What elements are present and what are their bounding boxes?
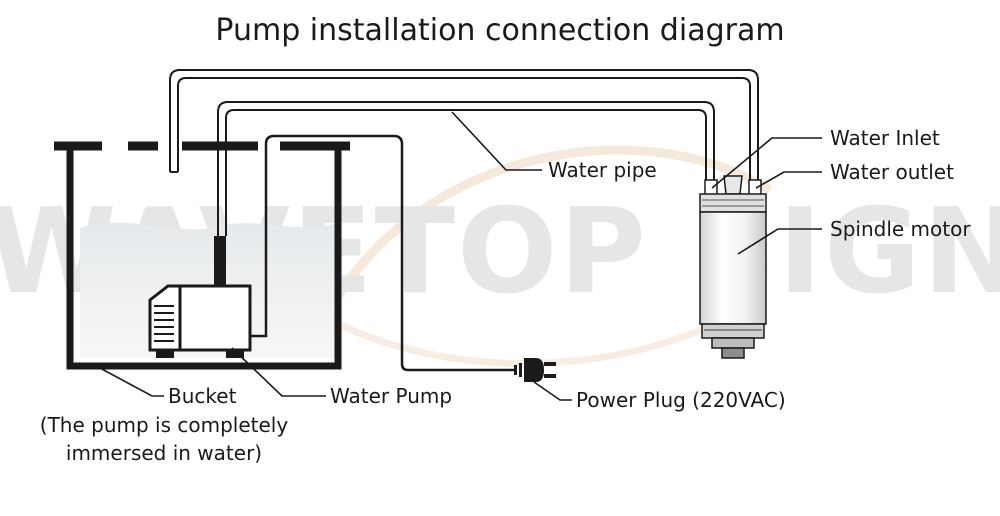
spindle-motor xyxy=(699,175,767,359)
label-water-outlet: Water outlet xyxy=(830,160,954,184)
return-pipe xyxy=(169,69,759,186)
label-power-plug: Power Plug (220VAC) xyxy=(576,388,786,412)
leader-water-pipe xyxy=(451,111,542,171)
power-plug xyxy=(514,358,556,382)
bucket xyxy=(54,141,350,370)
water-pipes xyxy=(169,69,759,236)
label-water-pipe: Water pipe xyxy=(548,158,657,182)
label-water-inlet: Water Inlet xyxy=(830,126,940,150)
leader-bucket xyxy=(99,367,164,397)
label-bucket: Bucket xyxy=(168,384,237,408)
watermark-swoosh xyxy=(326,145,773,313)
leader-lines xyxy=(99,111,822,401)
label-bucket-note-line2: immersed in water) xyxy=(66,441,262,465)
leader-water-outlet xyxy=(755,171,822,189)
leader-water-inlet xyxy=(711,137,822,189)
pump-power-cord xyxy=(250,134,514,372)
label-bucket-note-line1: (The pump is completely xyxy=(40,413,289,437)
water-pump xyxy=(148,236,252,358)
label-spindle-motor: Spindle motor xyxy=(830,217,971,241)
supply-pipe xyxy=(217,101,715,236)
diagram-title: Pump installation connection diagram xyxy=(215,13,784,48)
label-water-pump: Water Pump xyxy=(330,384,452,408)
pump-outlet-nozzle xyxy=(214,236,226,286)
leader-power-plug xyxy=(533,381,572,401)
leader-spindle-motor xyxy=(737,228,822,255)
leader-water-pump xyxy=(231,347,326,397)
